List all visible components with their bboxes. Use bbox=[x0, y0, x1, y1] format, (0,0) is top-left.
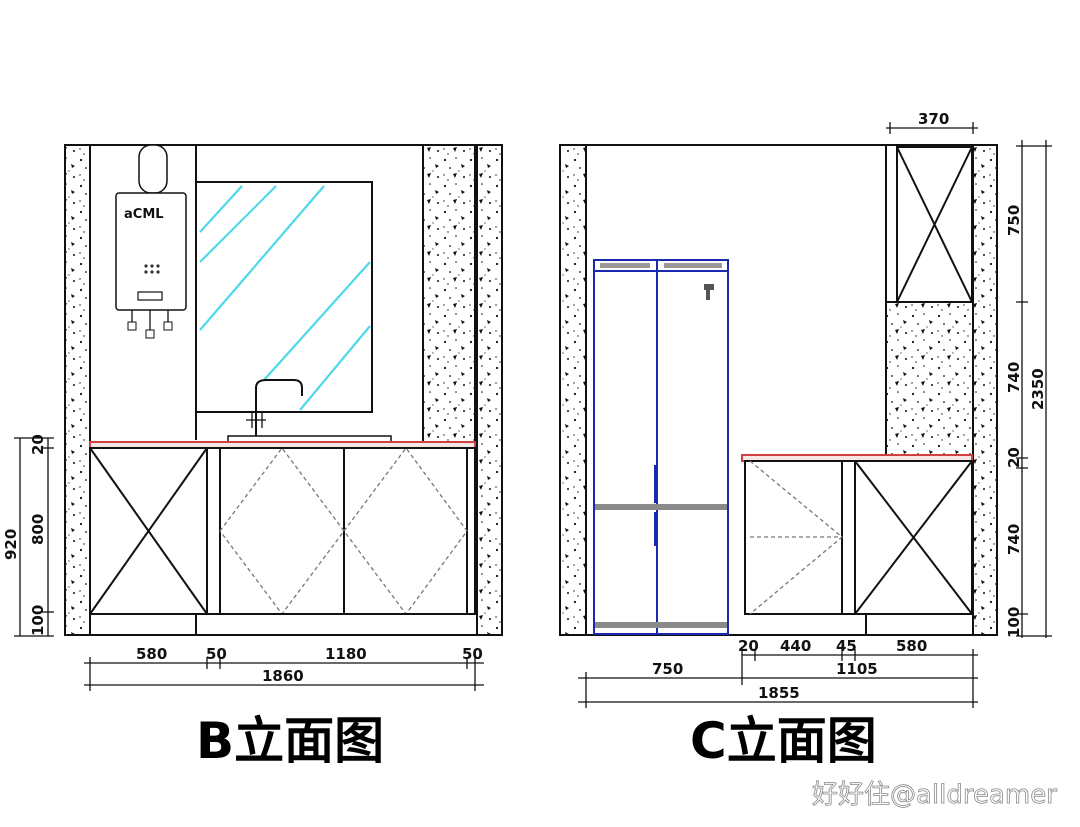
c-dim-20-bottom: 20 bbox=[738, 637, 759, 655]
c-dim-750: 750 bbox=[1005, 205, 1023, 236]
b-title: B立面图 bbox=[196, 712, 384, 770]
mirror bbox=[195, 181, 373, 413]
c-column-stone bbox=[885, 301, 974, 459]
c-dim-740-lower: 740 bbox=[1005, 524, 1023, 555]
b-left-wall bbox=[64, 144, 91, 636]
b-dim-1860: 1860 bbox=[262, 667, 304, 685]
c-dim-100: 100 bbox=[1005, 607, 1023, 638]
c-title: C立面图 bbox=[690, 712, 877, 770]
fridge bbox=[593, 259, 729, 635]
b-dim-50-right: 50 bbox=[462, 645, 483, 663]
watermark: 好好住@alldreamer bbox=[812, 780, 1057, 810]
c-dim-top: 370 bbox=[886, 110, 978, 134]
b-dim-1180: 1180 bbox=[325, 645, 367, 663]
water-heater: aCML bbox=[115, 144, 187, 339]
c-dim-440: 440 bbox=[780, 637, 811, 655]
c-dim-740-upper: 740 bbox=[1005, 362, 1023, 393]
b-dim-20: 20 bbox=[29, 434, 47, 455]
b-right-wall bbox=[422, 144, 476, 446]
c-dim-370: 370 bbox=[918, 110, 949, 128]
b-dims-horizontal: 580 50 1180 50 1860 bbox=[84, 645, 484, 691]
c-dim-1855: 1855 bbox=[758, 684, 800, 702]
c-dims-horizontal: 20 440 45 580 750 1105 1855 bbox=[578, 637, 978, 708]
c-dim-2350: 2350 bbox=[1029, 368, 1047, 410]
faucet bbox=[227, 379, 392, 443]
c-dim-1105: 1105 bbox=[836, 660, 878, 678]
b-dims-vertical: 920 800 20 100 bbox=[2, 434, 54, 637]
b-dim-580: 580 bbox=[136, 645, 167, 663]
c-dim-580: 580 bbox=[896, 637, 927, 655]
c-dim-45: 45 bbox=[836, 637, 857, 655]
c-dims-vertical: 750 740 20 740 100 2350 bbox=[1005, 140, 1052, 638]
b-dim-100: 100 bbox=[29, 605, 47, 636]
elevation-b: aCML bbox=[2, 144, 503, 770]
c-left-wall bbox=[559, 144, 587, 636]
b-cabinets bbox=[89, 446, 476, 635]
b-dim-920: 920 bbox=[2, 529, 20, 560]
c-upper-cabinet bbox=[896, 146, 973, 303]
c-right-wall bbox=[972, 144, 998, 636]
b-dim-800: 800 bbox=[29, 514, 47, 545]
c-dim-20: 20 bbox=[1005, 447, 1023, 468]
c-dim-750-bottom: 750 bbox=[652, 660, 683, 678]
c-base-cabinets bbox=[744, 460, 973, 635]
elevation-c: 370 750 740 20 740 100 2350 20 440 45 58… bbox=[559, 110, 1052, 770]
b-right-wall-outer bbox=[476, 144, 503, 636]
b-dim-50-left: 50 bbox=[206, 645, 227, 663]
heater-logo: aCML bbox=[124, 207, 164, 222]
